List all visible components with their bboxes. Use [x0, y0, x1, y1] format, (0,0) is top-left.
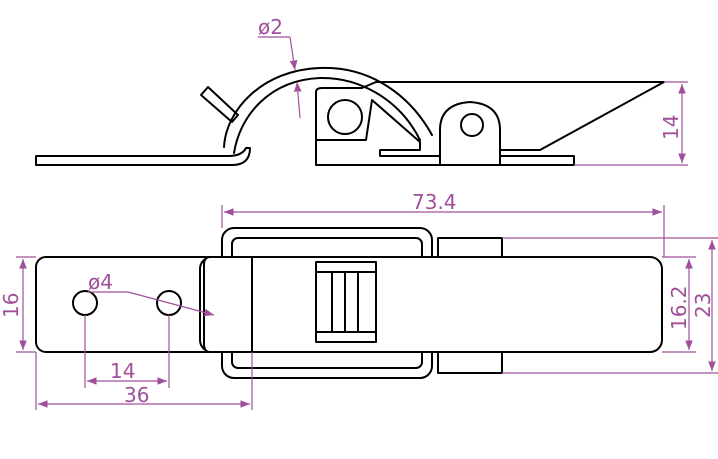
dim-hole-spacing: 14 [110, 359, 135, 383]
dimensions: ø2 14 73.4 16 ø4 14 36 16.2 [0, 15, 718, 410]
dim-pin-leader-2 [293, 81, 302, 119]
top-view [35, 227, 663, 379]
dim-side-height: 14 [659, 115, 683, 140]
side-pivot-pin [460, 113, 484, 137]
dim-hole-diameter: ø4 [88, 270, 113, 294]
side-lever-body [315, 81, 665, 157]
side-hook-tab [200, 86, 239, 123]
top-hole-left [72, 290, 98, 316]
side-rivet [327, 99, 363, 135]
side-lever-bottom-plate [315, 139, 441, 166]
dim-overall-length: 73.4 [412, 190, 457, 214]
side-pivot-bracket [439, 101, 501, 166]
dim-base-length: 36 [124, 383, 149, 407]
dim-base-width: 16 [0, 293, 23, 318]
side-view [35, 66, 665, 166]
dim-overall-width: 23 [691, 293, 715, 318]
top-hook-end [203, 256, 253, 353]
side-wire-loop-inner [233, 76, 421, 154]
dim-keeper-width: 16.2 [667, 285, 691, 330]
side-keeper-plate [499, 155, 575, 166]
side-base-plate [35, 147, 251, 166]
top-lever [199, 256, 663, 353]
dim-hole-leader [127, 291, 215, 317]
dim-pin-leader-1 [289, 36, 298, 71]
dim-pin-diameter: ø2 [258, 15, 283, 39]
side-wire-loop-outer [223, 66, 433, 148]
